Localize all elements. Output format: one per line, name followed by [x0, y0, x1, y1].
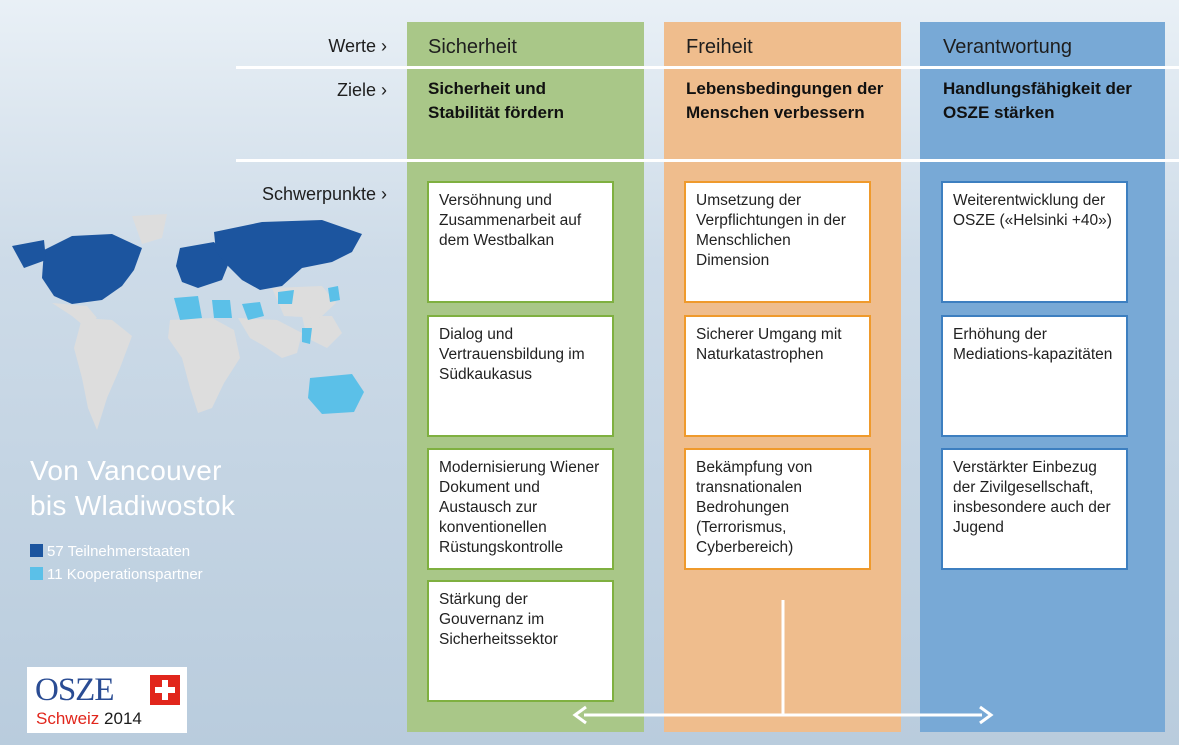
- logo-subtitle: Schweiz 2014: [36, 709, 142, 729]
- map-participating-states: [12, 220, 362, 304]
- focus-box-verantwortung-1: Weiterentwicklung der OSZE («Helsinki +4…: [941, 181, 1128, 303]
- arrowhead-right: [979, 705, 994, 725]
- focus-box-verantwortung-2: Erhöhung der Mediations-kapazitäten: [941, 315, 1128, 437]
- goal-freiheit: Lebensbedingungen der Menschen verbesser…: [686, 79, 884, 122]
- goal-sicherheit: Sicherheit und Stabilität fördern: [428, 79, 565, 122]
- focus-box-freiheit-2: Sicherer Umgang mit Naturkatastrophen: [684, 315, 871, 437]
- legend-item-participating: 57 Teilnehmerstaaten: [30, 543, 190, 560]
- focus-box-sicherheit-3: Modernisierung Wiener Dokument und Austa…: [427, 448, 614, 570]
- focus-box-sicherheit-1: Versöhnung und Zusammenarbeit auf dem We…: [427, 181, 614, 303]
- row-label-values: Werte ›: [328, 36, 387, 56]
- legend-label-participating: 57 Teilnehmerstaaten: [47, 543, 191, 560]
- map-title-line-2: bis Wladiwostok: [30, 490, 236, 521]
- divider-line-goals: [236, 159, 1179, 162]
- row-label-focus: Schwerpunkte ›: [261, 184, 387, 204]
- legend-item-cooperation: 11 Kooperationspartner: [30, 566, 203, 583]
- map-title-line-1: Von Vancouver: [30, 455, 222, 486]
- focus-box-freiheit-3: Bekämpfung von transnationalen Bedrohung…: [684, 448, 871, 570]
- focus-box-verantwortung-3: Verstärkter Einbezug der Zivilgesellscha…: [941, 448, 1128, 570]
- value-verantwortung: Verantwortung: [943, 36, 1072, 58]
- row-label-goals: Ziele ›: [336, 80, 387, 100]
- osze-schweiz-logo: OSZE Schweiz 2014: [27, 667, 187, 733]
- value-freiheit: Freiheit: [686, 36, 753, 58]
- focus-box-freiheit-1: Umsetzung der Verpflichtungen in der Men…: [684, 181, 871, 303]
- legend-swatch-participating: [30, 544, 43, 557]
- map-cooperation-partners: [174, 286, 364, 414]
- divider-line-values: [236, 66, 1179, 69]
- map-land-other: [52, 214, 342, 430]
- focus-box-sicherheit-4: Stärkung der Gouvernanz im Sicherheitsse…: [427, 580, 614, 702]
- goal-verantwortung: Handlungsfähigkeit der OSZE stärken: [943, 79, 1132, 122]
- logo-word: OSZE: [35, 672, 114, 708]
- logo-year: 2014: [104, 709, 142, 728]
- swiss-cross-icon: [150, 675, 180, 705]
- legend-label-cooperation: 11 Kooperationspartner: [47, 566, 203, 583]
- arrowhead-left: [572, 705, 587, 725]
- world-map: [12, 214, 364, 430]
- legend-swatch-cooperation: [30, 567, 43, 580]
- logo-country: Schweiz: [36, 709, 100, 728]
- value-sicherheit: Sicherheit: [428, 36, 517, 58]
- focus-box-sicherheit-2: Dialog und Vertrauensbildung im Südkauka…: [427, 315, 614, 437]
- cross-cutting-arrows: [572, 600, 994, 725]
